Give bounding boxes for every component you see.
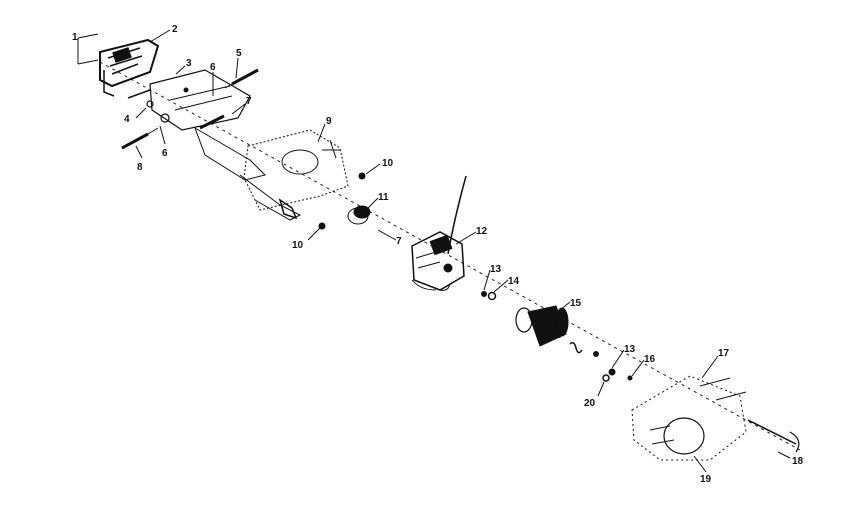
field-assembly-12 [411, 175, 467, 291]
callout-7-lower: 7 [396, 236, 402, 247]
callout-1: 1 [72, 32, 78, 43]
callout-16: 16 [644, 354, 656, 365]
screw-10-upper [358, 172, 366, 180]
callout-20: 20 [584, 398, 596, 409]
clip-part [278, 198, 298, 220]
callout-2: 2 [172, 24, 178, 35]
callout-13-upper: 13 [490, 264, 502, 275]
washer-20 [602, 374, 610, 382]
callout-14: 14 [508, 276, 520, 287]
callout-6-bottom: 6 [162, 148, 168, 159]
callout-10-upper: 10 [382, 158, 394, 169]
washer-13-upper [481, 291, 487, 297]
screw-10-lower [318, 222, 326, 230]
handle-section-part [146, 69, 302, 221]
callout-19: 19 [700, 474, 712, 485]
screw-8 [121, 127, 159, 150]
bearing-11 [347, 205, 371, 225]
callout-17: 17 [718, 348, 730, 359]
gear-housing-part [631, 375, 747, 461]
callout-18: 18 [792, 456, 804, 467]
washer-14 [487, 291, 497, 301]
callout-4: 4 [124, 114, 130, 125]
callout-6-top: 6 [210, 62, 216, 73]
callout-10-lower: 10 [292, 240, 304, 251]
armature-15 [515, 305, 569, 347]
callout-13-lower: 13 [624, 344, 636, 355]
callout-7-upper: 7 [246, 96, 252, 107]
pin-3 [127, 87, 189, 99]
callout-8: 8 [137, 162, 143, 173]
callout-12: 12 [476, 226, 488, 237]
callout-15: 15 [570, 298, 582, 309]
switch-bracket-part [77, 33, 160, 97]
callout-11: 11 [378, 192, 389, 203]
screw-7 [199, 114, 225, 130]
callout-labels: 1 2 3 4 5 6 6 7 7 8 9 10 10 11 12 13 13 … [72, 24, 804, 485]
callout-9: 9 [326, 116, 332, 127]
leader-lines [135, 29, 791, 473]
assembly-axis [99, 61, 801, 451]
motor-housing-part [243, 129, 349, 211]
spindle-18 [747, 419, 800, 453]
spring-part [569, 341, 599, 357]
washer-16 [627, 375, 633, 381]
washer-13-lower [608, 368, 616, 376]
screw-5 [224, 68, 259, 89]
callout-5: 5 [236, 48, 242, 59]
callout-3: 3 [186, 58, 192, 69]
